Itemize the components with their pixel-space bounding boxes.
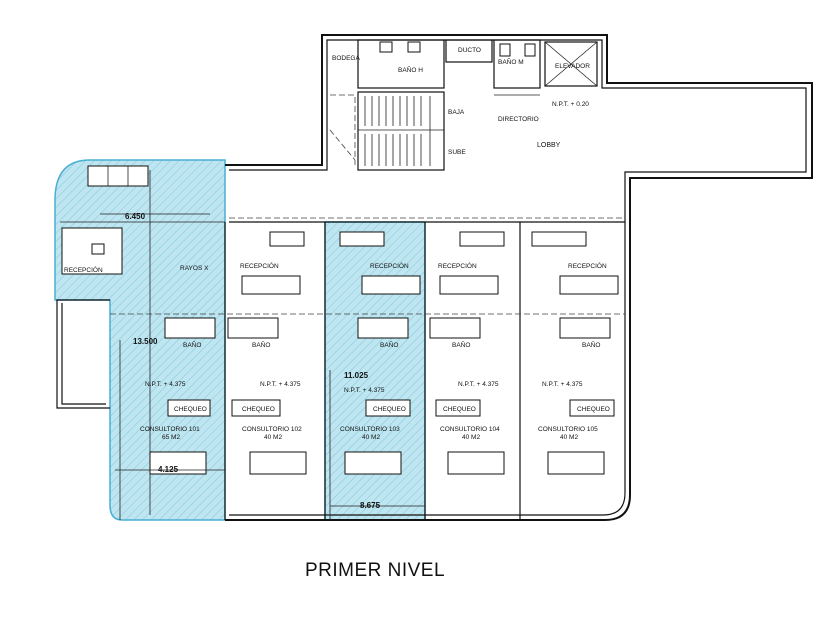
unit-103-name: CONSULTORIO 103 — [340, 426, 400, 433]
unit-102-npt: N.P.T. + 4.375 — [260, 381, 301, 388]
dimension-lines — [100, 213, 425, 520]
unit-102-chequeo: CHEQUEO — [242, 406, 275, 413]
label-elevador: ELEVADOR — [555, 63, 590, 70]
unit-105-bano: BAÑO — [582, 340, 600, 349]
label-baja: BAJA — [448, 109, 465, 116]
unit-102-name: CONSULTORIO 102 — [242, 426, 302, 433]
unit-101-npt: N.P.T. + 4.375 — [145, 381, 186, 388]
unit-104-name: CONSULTORIO 104 — [440, 426, 500, 433]
dimension-6450: 6.450 — [125, 212, 146, 221]
plan-title: PRIMER NIVEL — [304, 560, 446, 581]
label-directorio: DIRECTORIO — [498, 116, 539, 123]
unit-103-area: 40 M2 — [362, 434, 380, 441]
unit-104-recepcion: RECEPCIÓN — [438, 261, 477, 270]
label-bano-h: BAÑO H — [398, 65, 423, 74]
unit-103-chequeo: CHEQUEO — [373, 406, 406, 413]
unit-102-bano: BAÑO — [252, 340, 270, 349]
dimension-13500: 13.500 — [133, 337, 158, 346]
unit-104-bano: BAÑO — [452, 340, 470, 349]
label-rayos-x: RAYOS X — [180, 265, 209, 272]
unit-104-chequeo: CHEQUEO — [443, 406, 476, 413]
unit-105-recepcion: RECEPCIÓN — [568, 261, 607, 270]
unit-105-chequeo: CHEQUEO — [577, 406, 610, 413]
unit-103-recepcion: RECEPCIÓN — [370, 261, 409, 270]
label-lobby: LOBBY — [537, 142, 561, 149]
left-wing-furniture — [61, 165, 149, 275]
dimension-8675: 8.675 — [360, 501, 381, 510]
unit-furniture — [149, 231, 619, 475]
label-ducto: DUCTO — [458, 47, 481, 54]
left-wing-terrace — [61, 303, 106, 405]
unit-101-area: 65 M2 — [162, 434, 180, 441]
label-bano-m: BAÑO M — [498, 57, 524, 66]
building-outline-inner — [229, 39, 807, 516]
building-outline — [225, 34, 813, 521]
vertical-core — [329, 39, 598, 171]
stairs — [357, 91, 445, 171]
unit-105-npt: N.P.T. + 4.375 — [542, 381, 583, 388]
unit-102-recepcion: RECEPCIÓN — [240, 261, 279, 270]
unit-103-bano: BAÑO — [380, 340, 398, 349]
left-wing-outline — [56, 299, 110, 409]
label-sube: SUBE — [448, 149, 466, 156]
unit-105-name: CONSULTORIO 105 — [538, 426, 598, 433]
unit-104-area: 40 M2 — [462, 434, 480, 441]
unit-101-bano: BAÑO — [183, 340, 201, 349]
unit-105-area: 40 M2 — [560, 434, 578, 441]
unit-103-npt: N.P.T. + 4.375 — [344, 387, 385, 394]
dimension-4125: 4.125 — [158, 465, 179, 474]
label-npt-lobby: N.P.T. + 0.20 — [552, 101, 589, 108]
unit-104-npt: N.P.T. + 4.375 — [458, 381, 499, 388]
unit-101-name: CONSULTORIO 101 — [140, 426, 200, 433]
unit-101-chequeo: CHEQUEO — [174, 406, 207, 413]
dimension-11025: 11.025 — [344, 371, 369, 380]
label-bodega: BODEGA — [332, 55, 360, 62]
label-recepcion-left: RECEPCIÓN — [64, 265, 103, 274]
unit-102-area: 40 M2 — [264, 434, 282, 441]
